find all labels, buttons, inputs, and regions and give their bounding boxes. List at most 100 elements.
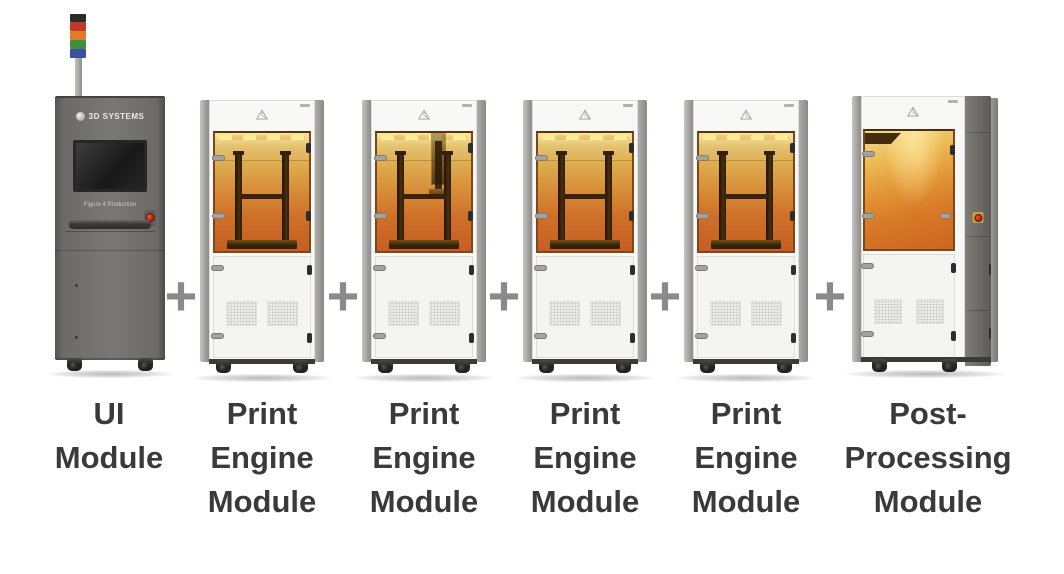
- print-elevator-right: [257, 151, 291, 246]
- door-hinge: [951, 331, 956, 341]
- window-seam: [215, 160, 309, 161]
- caster-wheel: [539, 360, 554, 373]
- print-engine-module-2: [356, 100, 492, 382]
- serial-sticker: [300, 104, 310, 107]
- amber-print-chamber-window: [374, 131, 473, 253]
- label-line: Engine: [533, 440, 637, 475]
- panel-seam: [967, 310, 989, 311]
- door-hinge: [468, 211, 473, 221]
- label-line: Module: [691, 484, 801, 519]
- amber-print-chamber-window: [696, 131, 795, 253]
- door-latch: [373, 265, 386, 271]
- elevator-arm: [580, 194, 606, 199]
- base-bar: [371, 359, 477, 364]
- caster-wheel: [616, 360, 631, 373]
- panel-seam: [967, 236, 989, 237]
- 3d-systems-triangle-logo-icon: [255, 109, 269, 120]
- side-rail: [638, 100, 647, 362]
- side-rail: [523, 100, 532, 362]
- door-hinge: [790, 143, 795, 153]
- elevator-arm: [725, 194, 751, 199]
- door-hinge: [469, 333, 474, 343]
- emergency-stop-button-icon: [974, 213, 982, 222]
- vent-grille: [916, 299, 944, 324]
- print-elevator-left: [233, 151, 267, 246]
- caster-wheel: [700, 360, 715, 373]
- side-rail: [362, 100, 371, 362]
- robot-arm-gripper: [428, 189, 448, 198]
- 3d-systems-triangle-logo-icon: [578, 109, 592, 120]
- resin-tray: [745, 240, 781, 249]
- label-line: Module: [873, 484, 983, 519]
- lower-door: [373, 256, 474, 358]
- module-header: [371, 100, 477, 130]
- caster-wheel: [216, 360, 231, 373]
- chamber-lights-icon: [542, 135, 628, 140]
- vent-grille: [710, 301, 741, 326]
- keyboard-tray-handle: [69, 220, 151, 229]
- chamber-lights-icon: [219, 135, 305, 140]
- resin-tray: [423, 240, 459, 249]
- signal-tower-cap: [70, 14, 86, 22]
- resin-tray: [389, 240, 425, 249]
- lower-door: [211, 256, 312, 358]
- door-hinge: [791, 333, 796, 343]
- label-print-engine-module-2: Print Engine Module: [339, 392, 509, 524]
- label-post-processing-module: Post- Processing Module: [828, 392, 1028, 524]
- amber-print-chamber-window: [212, 131, 311, 253]
- label-line: Module: [369, 484, 479, 519]
- caster-wheel: [872, 359, 887, 372]
- print-elevator-left: [556, 151, 590, 246]
- floor-shadow: [846, 370, 1004, 378]
- 3d-systems-logo-icon: [75, 112, 85, 121]
- label-line: Print: [388, 396, 460, 431]
- tray-seam: [65, 231, 155, 232]
- caster-wheel: [293, 360, 308, 373]
- signal-tower-icon: [70, 14, 86, 58]
- door-hinge: [469, 265, 474, 275]
- utility-column: [965, 96, 994, 366]
- serial-sticker: [948, 100, 958, 103]
- door-hinge: [630, 265, 635, 275]
- module-header: [532, 100, 638, 130]
- emergency-stop-plate: [972, 212, 984, 223]
- vent-grille: [874, 299, 902, 324]
- door-hinge: [629, 211, 634, 221]
- signal-tower-pole: [75, 58, 82, 98]
- print-elevator-right: [741, 151, 775, 246]
- amber-post-chamber-window: [862, 129, 955, 251]
- print-elevator-left: [395, 151, 429, 246]
- plus-separator: +: [487, 264, 521, 327]
- label-line: Module: [54, 440, 164, 475]
- label-line: Processing: [844, 440, 1012, 475]
- print-engine-module-4: [678, 100, 814, 382]
- panel-seam: [967, 132, 989, 133]
- resin-tray: [227, 240, 263, 249]
- door-latch: [861, 331, 874, 337]
- 3d-systems-triangle-logo-icon: [417, 109, 431, 120]
- screw-dot: [75, 284, 78, 287]
- label-line: Engine: [694, 440, 798, 475]
- floor-shadow: [356, 374, 492, 382]
- elevator-arm: [241, 194, 267, 199]
- floor-shadow: [49, 370, 171, 378]
- label-print-engine-module-1: Print Engine Module: [177, 392, 347, 524]
- door-latch: [862, 213, 875, 219]
- door-latch: [695, 265, 708, 271]
- door-latch: [696, 155, 709, 161]
- door-hinge: [306, 143, 311, 153]
- resin-tray: [711, 240, 747, 249]
- vent-grille: [751, 301, 782, 326]
- vent-grille: [267, 301, 298, 326]
- caster-wheel: [777, 360, 792, 373]
- serial-sticker: [784, 104, 794, 107]
- label-line: Module: [530, 484, 640, 519]
- label-line: UI: [93, 396, 125, 431]
- door-latch: [695, 333, 708, 339]
- door-latch: [534, 265, 547, 271]
- floor-shadow: [194, 374, 330, 382]
- window-seam: [377, 160, 471, 161]
- lower-door: [695, 256, 796, 358]
- label-print-engine-module-3: Print Engine Module: [500, 392, 670, 524]
